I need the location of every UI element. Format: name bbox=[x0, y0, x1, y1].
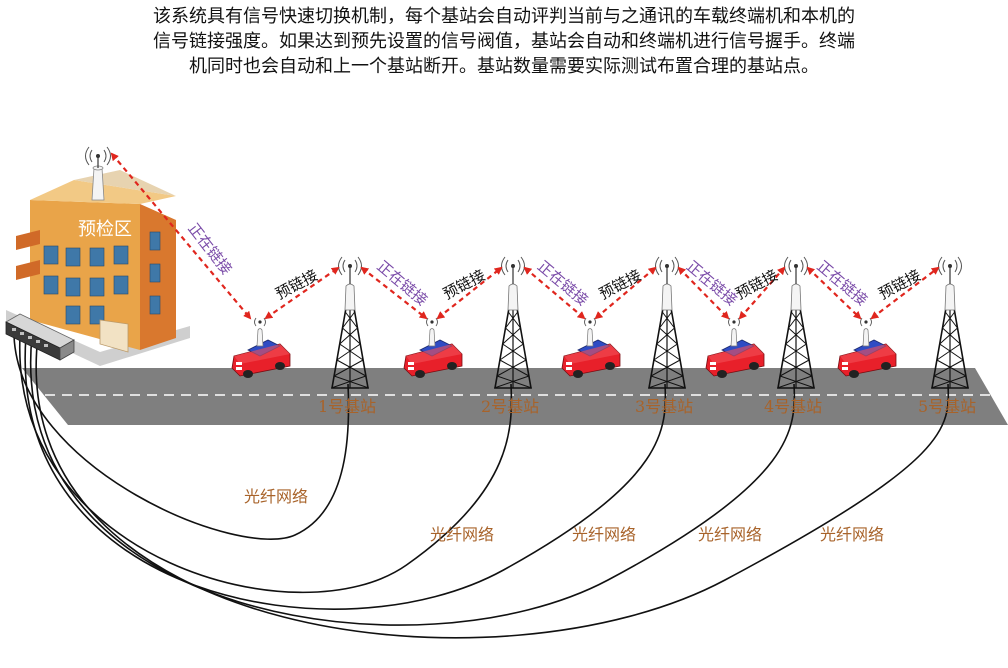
fiber-cable bbox=[13, 335, 350, 540]
building-label: 预检区 bbox=[78, 219, 132, 240]
fiber-label: 光纤网络 bbox=[820, 525, 884, 544]
fiber-cable bbox=[29, 335, 796, 626]
fiber-cable bbox=[24, 335, 667, 610]
station-label: 2号基站 bbox=[481, 397, 539, 416]
fiber-label: 光纤网络 bbox=[572, 525, 636, 544]
signal-link-arrow bbox=[870, 266, 940, 320]
vehicle-terminal-icon bbox=[705, 317, 765, 378]
intro-line-3: 机同时也会自动和上一个基站断开。基站数量需要实际测试布置合理的基站点。 bbox=[189, 56, 819, 77]
link-label: 预链接 bbox=[733, 266, 781, 303]
signal-link-arrow bbox=[677, 266, 730, 320]
signal-link-arrow bbox=[738, 266, 786, 320]
link-label: 预链接 bbox=[876, 266, 924, 303]
signal-links: 正在链接预链接预链接正在链接预链接正在链接预链接正在链接预链接正在链接 bbox=[110, 152, 940, 320]
vehicle-terminal-icon bbox=[231, 317, 291, 378]
signal-link-arrow bbox=[264, 266, 340, 320]
fiber-labels: 光纤网络光纤网络光纤网络光纤网络光纤网络 bbox=[244, 487, 884, 544]
road bbox=[22, 368, 1008, 425]
station-label: 5号基站 bbox=[918, 397, 976, 416]
link-label: 预链接 bbox=[440, 266, 488, 303]
signal-link-arrow bbox=[806, 266, 862, 320]
base-stations bbox=[331, 256, 969, 389]
intro-line-2: 信号链接强度。如果达到预先设置的信号阀值，基站会自动和终端机进行信号握手。终端 bbox=[153, 31, 855, 52]
vehicle-terminals bbox=[231, 317, 897, 378]
link-label: 正在链接 bbox=[184, 220, 235, 278]
signal-link-arrow bbox=[523, 266, 586, 320]
fiber-label: 光纤网络 bbox=[430, 525, 494, 544]
fiber-cables bbox=[13, 335, 950, 639]
network-switch-icon bbox=[5, 313, 75, 361]
station-label: 4号基站 bbox=[764, 397, 822, 416]
radio-tower-icon bbox=[931, 256, 969, 389]
fiber-label: 光纤网络 bbox=[244, 487, 308, 506]
signal-link-arrow bbox=[436, 266, 503, 320]
station-label: 1号基站 bbox=[318, 397, 376, 416]
radio-tower-icon bbox=[494, 256, 532, 389]
intro-paragraph: 该系统具有信号快速切换机制，每个基站会自动评判当前与之通讯的车载终端机和本机的 … bbox=[40, 4, 968, 79]
radio-tower-icon bbox=[331, 256, 369, 389]
vehicle-terminal-icon bbox=[403, 317, 463, 378]
vehicle-terminal-icon bbox=[837, 317, 897, 378]
signal-link-arrow bbox=[360, 266, 428, 320]
fiber-label: 光纤网络 bbox=[698, 525, 762, 544]
link-label: 正在链接 bbox=[373, 257, 431, 309]
radio-tower-icon bbox=[777, 256, 815, 389]
vehicle-terminal-icon bbox=[561, 317, 621, 378]
intro-line-1: 该系统具有信号快速切换机制，每个基站会自动评判当前与之通讯的车载终端机和本机的 bbox=[153, 6, 855, 27]
station-label: 3号基站 bbox=[635, 397, 693, 416]
link-label: 正在链接 bbox=[534, 257, 592, 309]
station-labels: 1号基站 2号基站 3号基站 4号基站 5号基站 bbox=[318, 397, 976, 416]
fiber-cable bbox=[35, 335, 950, 639]
signal-link-arrow bbox=[594, 266, 657, 320]
radio-tower-icon bbox=[648, 256, 686, 389]
